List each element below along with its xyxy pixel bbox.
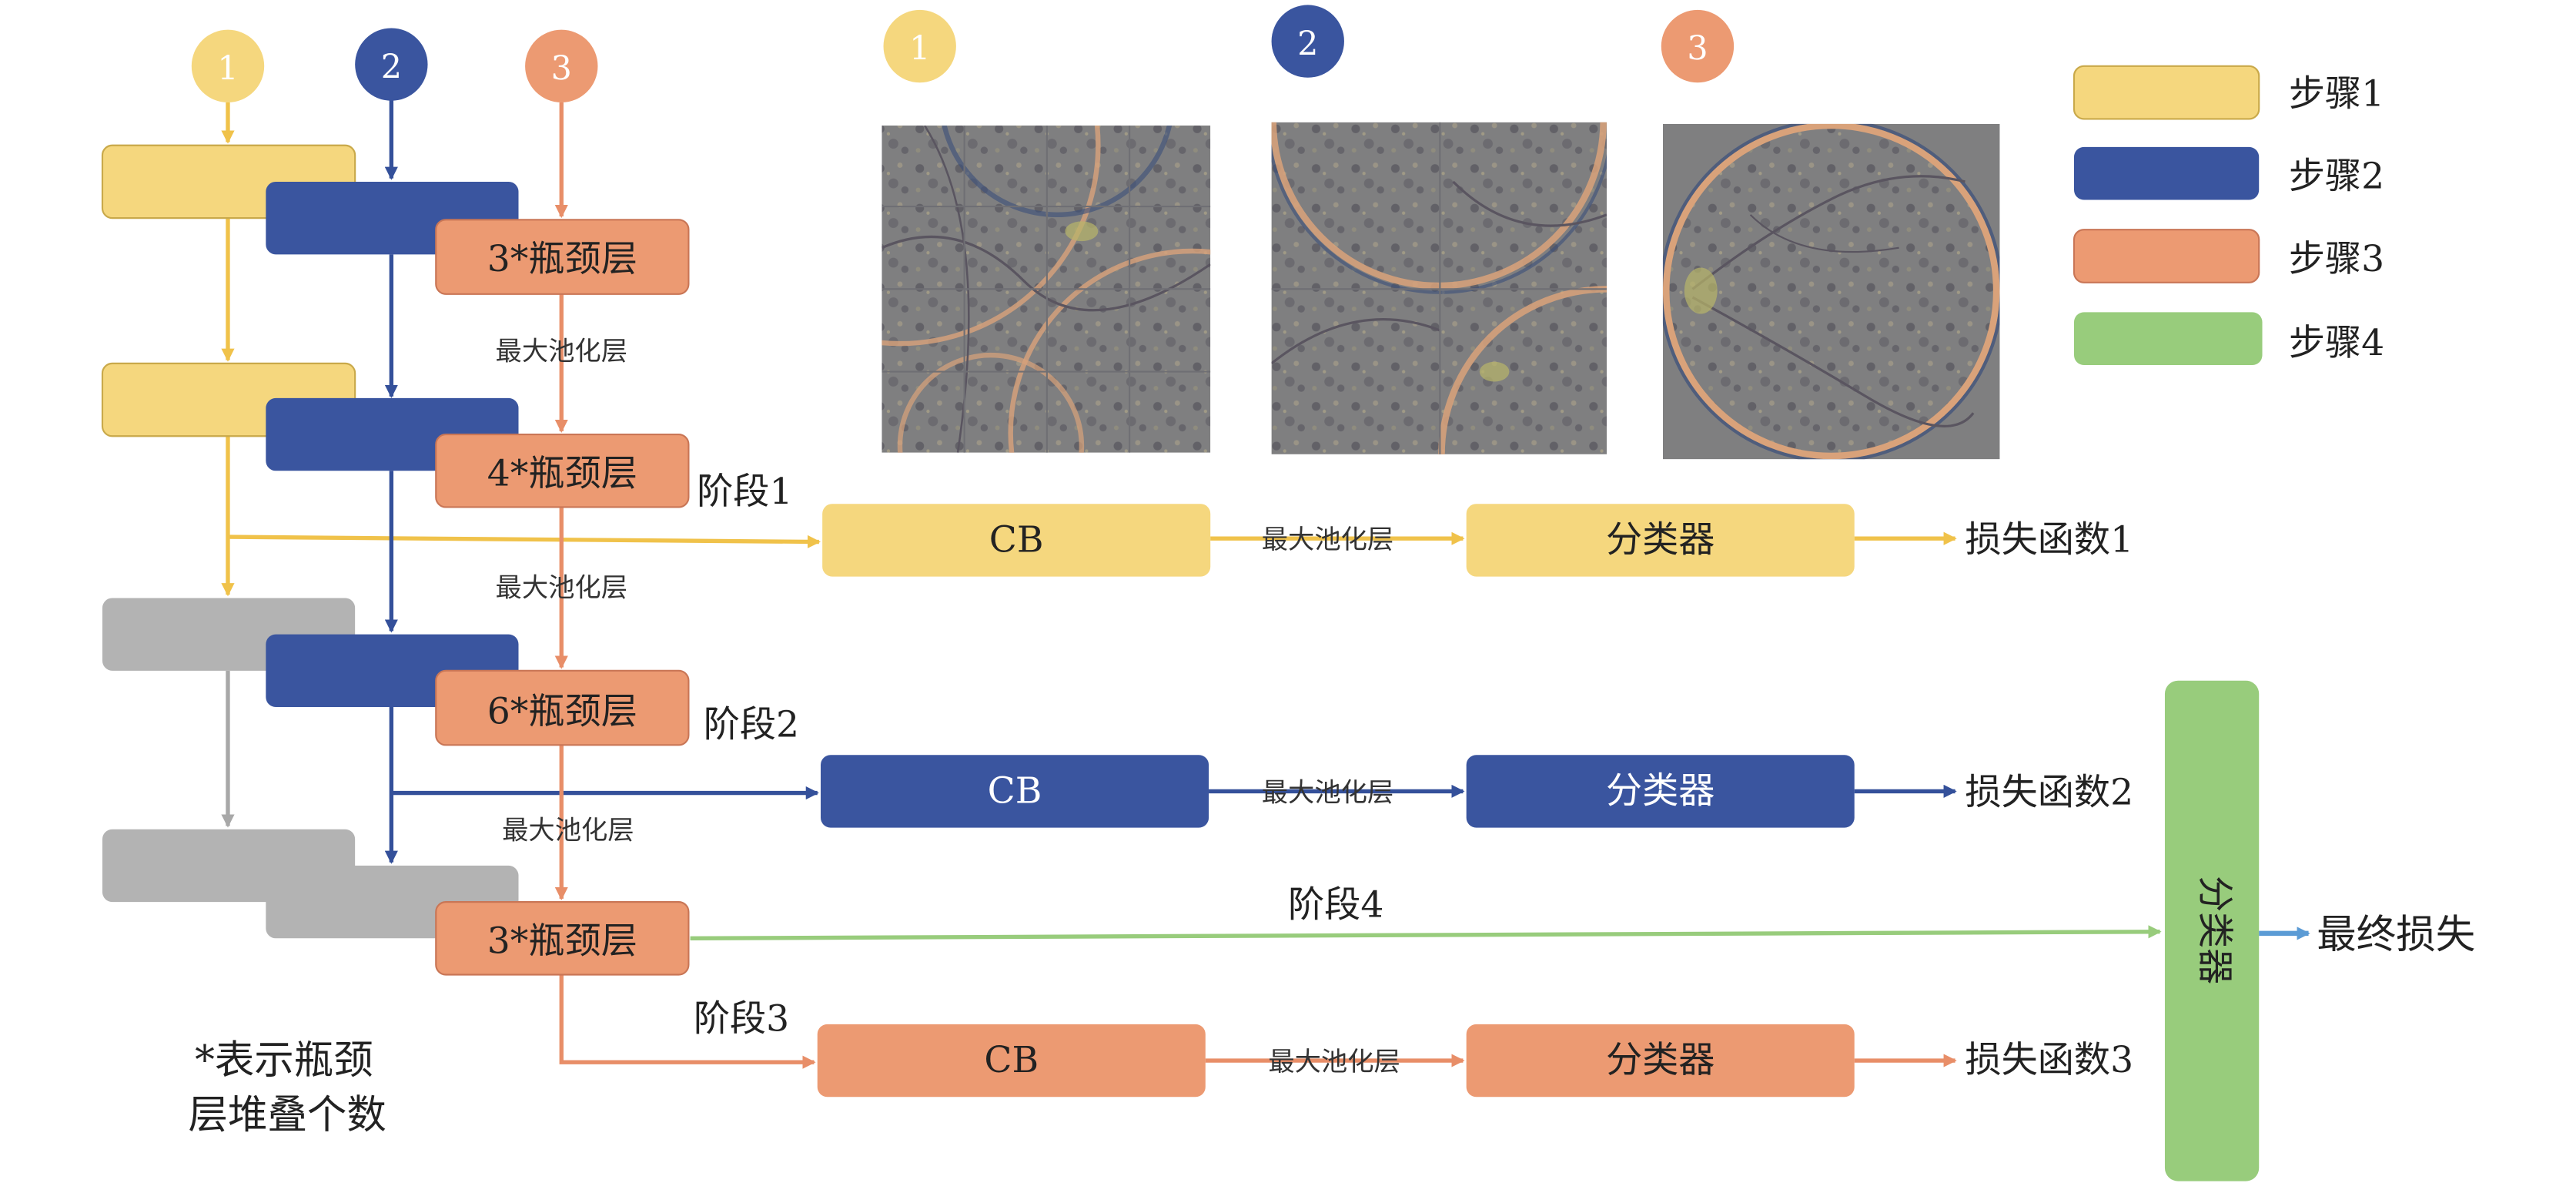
legend-label-step2: 步骤2 — [2289, 156, 2384, 198]
backbone-pool-label-3: 最大池化层 — [502, 816, 634, 846]
final-loss-label: 最终损失 — [2317, 912, 2475, 958]
fundus-image-original — [1662, 123, 2000, 460]
branch-2-classifier-block — [1466, 755, 1855, 828]
final-classifier-label: 分类器 — [2193, 876, 2236, 985]
image-step-circle-3 — [1661, 9, 1735, 83]
connector-stage3 — [559, 974, 816, 1069]
branch-1-pool-label: 最大池化层 — [1262, 524, 1394, 555]
branch-1-loss-label: 损失函数1 — [1965, 518, 2133, 561]
branch-1-classifier-label: 分类器 — [1606, 518, 1715, 561]
step-circle-1-label: 1 — [217, 49, 238, 88]
backbone-block-3 — [435, 669, 690, 746]
legend-swatch-step3 — [2073, 229, 2260, 283]
stage-2-label: 阶段2 — [704, 704, 799, 746]
backbone-block-2-label: 4*瓶颈层 — [487, 453, 637, 495]
fundus-image-jigsaw-4x4 — [882, 126, 1211, 453]
branch-1-cb-block — [822, 504, 1211, 577]
backbone-block-4-label: 3*瓶颈层 — [487, 920, 637, 963]
backbone-block-3-label: 6*瓶颈层 — [487, 690, 637, 732]
branch-3-pool-label: 最大池化层 — [1268, 1047, 1400, 1077]
connector-stage4 — [690, 925, 2162, 940]
backbone-block-2 — [435, 434, 690, 508]
legend-swatch-step4 — [2073, 312, 2263, 366]
branch-2-pool-label: 最大池化层 — [1262, 777, 1394, 808]
backbone-block-1 — [435, 219, 690, 295]
step-circle-3-label: 3 — [551, 49, 572, 88]
legend-swatch-step1 — [2073, 65, 2260, 120]
image-step-circle-1-label: 1 — [909, 29, 930, 68]
image-step-circle-3-label: 3 — [1687, 29, 1708, 68]
legend-label-step3: 步骤3 — [2289, 238, 2384, 280]
stage-3-label: 阶段3 — [694, 997, 789, 1040]
legend-label-step1: 步骤1 — [2289, 72, 2384, 115]
step-circle-2-label: 2 — [381, 48, 402, 86]
branch-2-classifier-label: 分类器 — [1606, 769, 1715, 812]
backbone-pool-label-2: 最大池化层 — [496, 572, 628, 603]
branch-3-classifier-block — [1466, 1024, 1855, 1098]
stage-4-label: 阶段4 — [1288, 883, 1383, 926]
backbone-pool-label-1: 最大池化层 — [496, 337, 628, 367]
note-line-1: *表示瓶颈 — [195, 1037, 373, 1084]
backbone-block-4 — [435, 901, 690, 976]
branch-1-cb-label: CB — [989, 518, 1044, 561]
branch-3-loss-label: 损失函数3 — [1965, 1039, 2133, 1081]
branch-1-classifier-block — [1466, 504, 1855, 577]
backbone-block-1-label: 3*瓶颈层 — [487, 238, 637, 280]
connector-stage1 — [227, 535, 821, 548]
image-step-circle-2 — [1271, 5, 1344, 78]
legend-label-step4: 步骤4 — [2289, 322, 2384, 364]
legend-swatch-step2 — [2073, 146, 2260, 200]
final-classifier-block — [2164, 680, 2260, 1181]
image-step-circle-1 — [883, 9, 956, 83]
image-step-circle-2-label: 2 — [1297, 25, 1318, 63]
step-circle-2 — [355, 28, 428, 101]
branch-3-classifier-label: 分类器 — [1606, 1039, 1715, 1081]
fundus-image-jigsaw-2x2 — [1271, 122, 1607, 454]
branch-3-cb-block — [817, 1024, 1206, 1098]
branch-2-cb-label: CB — [988, 769, 1042, 812]
branch-3-cb-label: CB — [984, 1039, 1039, 1081]
step-circle-3 — [525, 29, 598, 102]
step-circle-1 — [191, 29, 265, 102]
branch-2-cb-block — [821, 755, 1209, 828]
note-line-2: 层堆叠个数 — [189, 1092, 386, 1138]
stage-1-label: 阶段1 — [697, 471, 792, 513]
branch-2-loss-label: 损失函数2 — [1965, 772, 2133, 814]
